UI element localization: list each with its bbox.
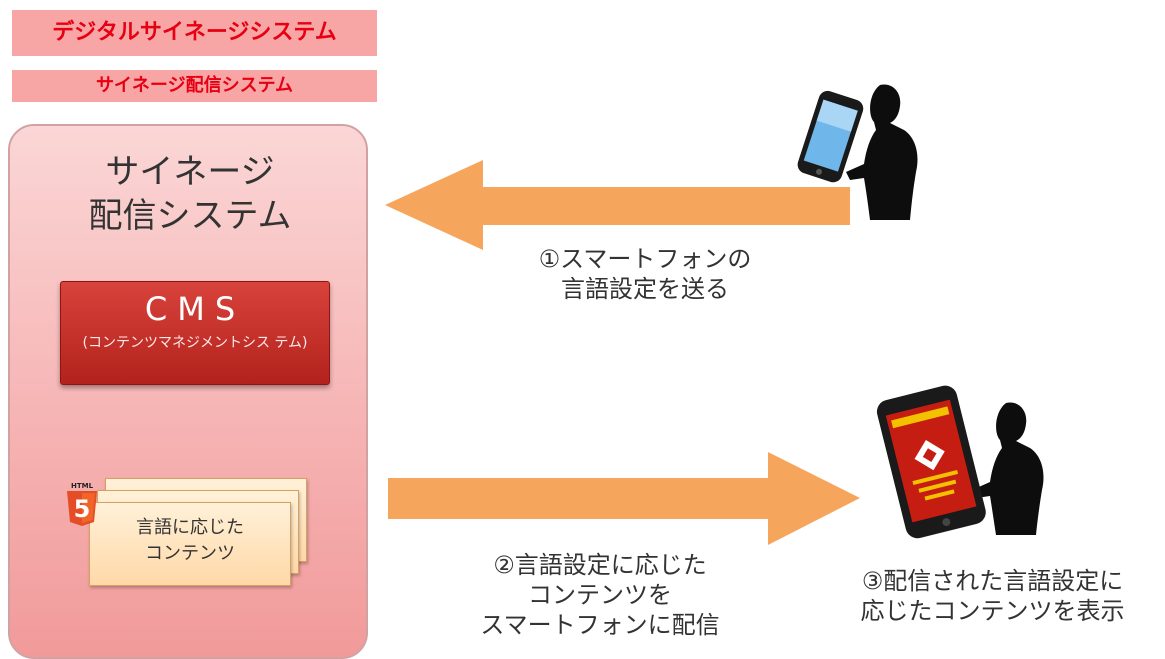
step2-caption: ②言語設定に応じた コンテンツを スマートフォンに配信 xyxy=(480,551,720,639)
step3-caption: ③配信された言語設定に 応じたコンテンツを表示 xyxy=(860,567,1125,625)
cms-title: CMS xyxy=(144,290,246,328)
person-silhouette-icon xyxy=(846,84,918,221)
smartphone-icon xyxy=(876,385,986,539)
signage-delivery-label: サイネージ配信システム xyxy=(12,70,377,102)
content-card-front: 言語に応じた コンテンツ xyxy=(89,502,291,586)
panel-title: サイネージ 配信システム xyxy=(88,152,292,236)
signage-delivery-panel: サイネージ 配信システム CMS (コンテンツマネジメントシス テム) 言語に応… xyxy=(8,124,368,659)
cms-box: CMS (コンテンツマネジメントシス テム) xyxy=(60,281,330,385)
smartphone-user-bottom xyxy=(876,385,1044,539)
smartphone-icon xyxy=(797,90,864,183)
html5-icon: HTML 5 xyxy=(67,482,97,526)
person-silhouette-icon xyxy=(972,402,1044,535)
html5-number: 5 xyxy=(74,495,91,523)
content-card-label: 言語に応じた コンテンツ xyxy=(136,517,244,564)
html5-label: HTML xyxy=(71,482,94,490)
cms-subtitle: (コンテンツマネジメントシス テム) xyxy=(82,335,308,351)
smartphone-user-top xyxy=(797,84,918,221)
step1-caption: ①スマートフォンの 言語設定を送る xyxy=(538,245,752,303)
digital-signage-label: デジタルサイネージシステム xyxy=(12,10,377,56)
